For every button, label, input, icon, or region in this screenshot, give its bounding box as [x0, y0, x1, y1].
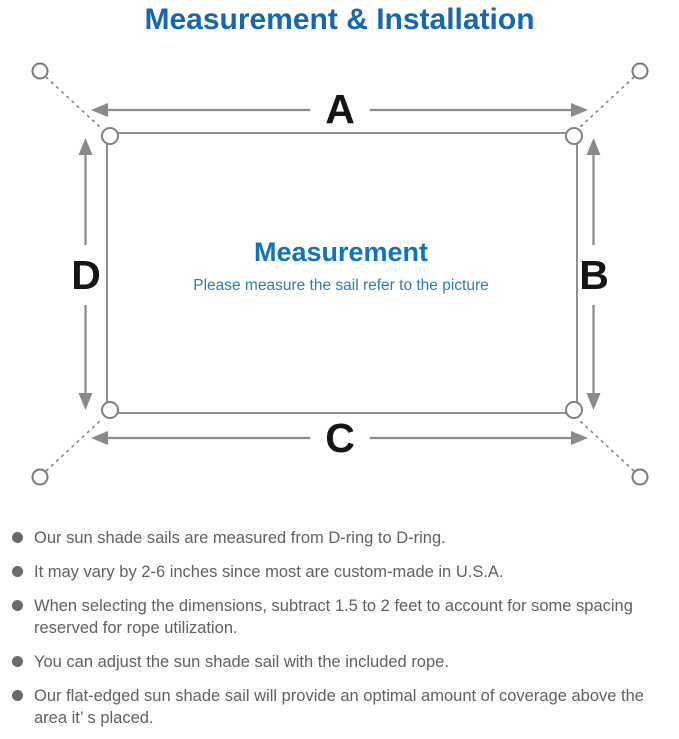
anchor-ring-icon-top-left [31, 62, 49, 80]
arrowhead-up-icon [78, 138, 93, 155]
arrowhead-right-icon [571, 431, 588, 445]
dimension-label-b: B [579, 252, 609, 298]
bullet-icon [12, 600, 23, 611]
notes-list: Our sun shade sails are measured from D-… [0, 527, 679, 729]
arrowhead-down-icon [586, 393, 601, 410]
d-ring-icon-top-left [101, 127, 119, 145]
d-ring-icon-bottom-left [101, 401, 119, 419]
bullet-icon [12, 690, 23, 701]
dimension-label-a: A [325, 86, 355, 132]
sail-outline [106, 132, 578, 414]
tether-dashed-line-top-left [45, 76, 102, 129]
dimension-label-c: C [325, 415, 355, 461]
diagram-center-title: Measurement [254, 237, 428, 267]
list-item: Our flat-edged sun shade sail will provi… [10, 685, 671, 729]
bullet-icon [12, 532, 23, 543]
dimension-arrow-left [78, 138, 93, 410]
diagram-center-subtitle: Please measure the sail refer to the pic… [193, 277, 489, 294]
list-item: You can adjust the sun shade sail with t… [10, 651, 671, 673]
dimension-arrow-top [91, 103, 588, 117]
dimension-arrow-right [586, 138, 601, 410]
arrowhead-left-icon [91, 103, 108, 117]
tether-dashed-line-top-right [578, 76, 635, 129]
d-ring-icon-top-right [565, 127, 583, 145]
anchor-ring-icon-bottom-left [31, 468, 49, 486]
note-text: It may vary by 2-6 inches since most are… [34, 563, 504, 581]
sail-measurement-diagram: A C D B [0, 43, 679, 513]
note-text: Our sun shade sails are measured from D-… [34, 529, 446, 547]
list-item: It may vary by 2-6 inches since most are… [10, 561, 671, 583]
tether-dashed-line-bottom-left [45, 419, 102, 472]
arrowhead-down-icon [78, 393, 93, 410]
arrowhead-left-icon [91, 431, 108, 445]
bullet-icon [12, 566, 23, 577]
note-text: When selecting the dimensions, subtract … [34, 597, 633, 637]
list-item: Our sun shade sails are measured from D-… [10, 527, 671, 549]
note-text: Our flat-edged sun shade sail will provi… [34, 687, 644, 727]
note-text: You can adjust the sun shade sail with t… [34, 653, 449, 671]
arrowhead-up-icon [586, 138, 601, 155]
arrowhead-right-icon [571, 103, 588, 117]
page-title: Measurement & Installation [144, 3, 535, 36]
tether-dashed-line-bottom-right [578, 419, 635, 472]
d-ring-icon-bottom-right [565, 401, 583, 419]
dimension-label-d: D [71, 252, 101, 298]
diagram-svg: A C D B [31, 62, 649, 486]
anchor-ring-icon-bottom-right [631, 468, 649, 486]
bullet-icon [12, 656, 23, 667]
anchor-ring-icon-top-right [631, 62, 649, 80]
list-item: When selecting the dimensions, subtract … [10, 595, 671, 639]
dimension-arrow-bottom [91, 431, 588, 445]
